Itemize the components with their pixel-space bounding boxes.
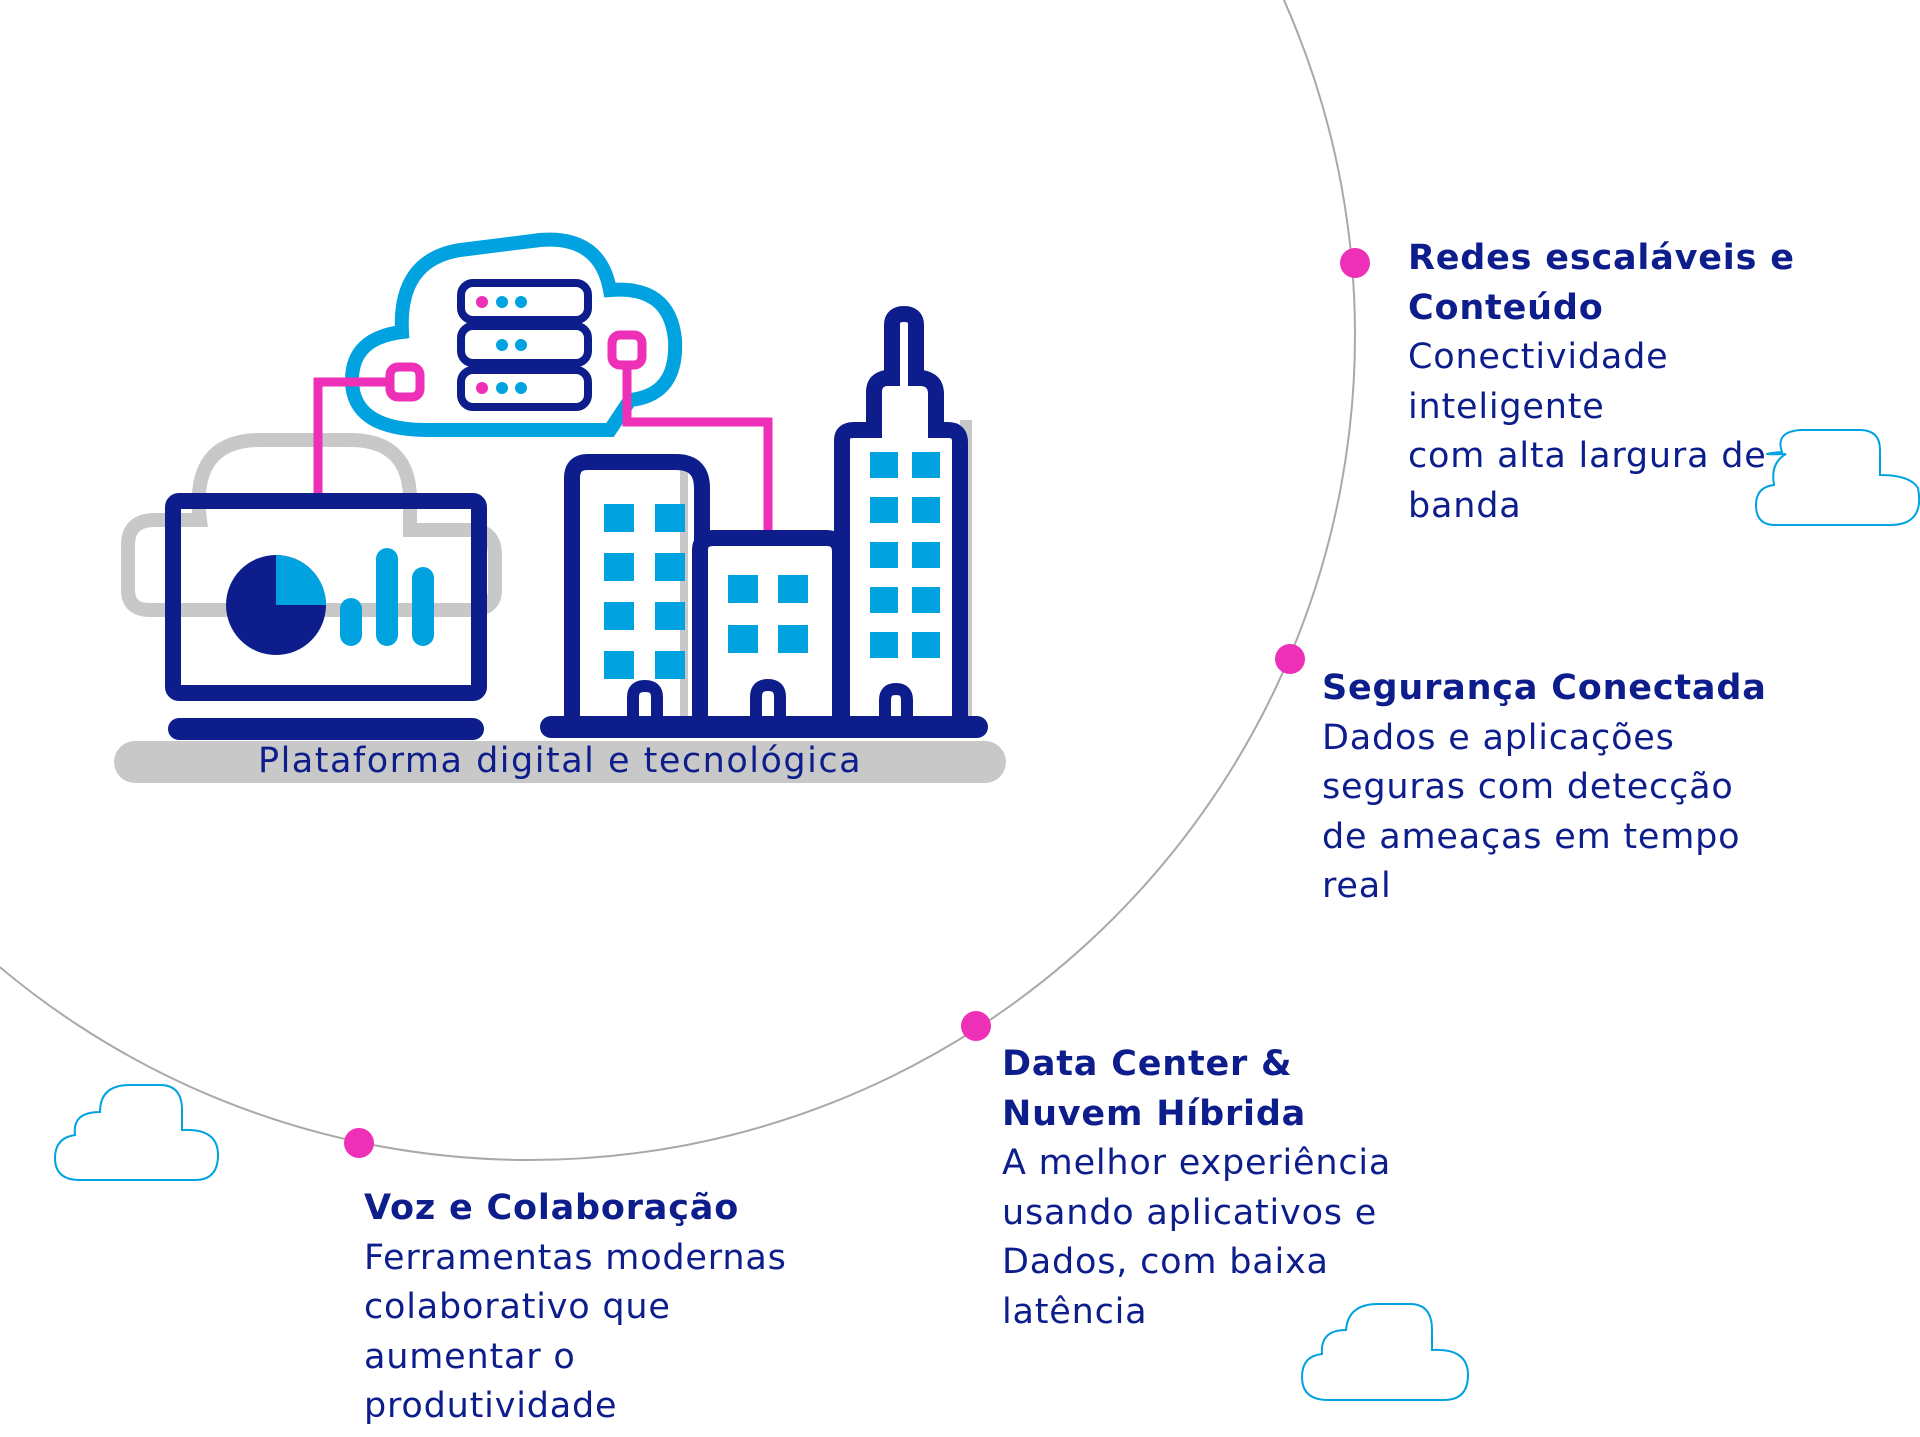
cloud-outline-icon [53, 1084, 220, 1181]
feature-description: A melhor experiência usando aplicativos … [1002, 1143, 1392, 1332]
orbit-dot [1275, 644, 1305, 674]
orbit-dot [344, 1128, 374, 1158]
orbit-circle [0, 0, 1356, 1161]
feature-title: Data Center & Nuvem Híbrida [1002, 1044, 1307, 1134]
orbit-dot [1340, 248, 1370, 278]
feature-seguranca-conectada: Segurança Conectada Dados e aplicações s… [1322, 664, 1882, 912]
orbit-dot [961, 1011, 991, 1041]
platform-caption: Plataforma digital e tecnológica [257, 741, 863, 781]
laptop-chart-icon [165, 493, 487, 740]
feature-description: Conectividade inteligente com alta largu… [1408, 337, 1767, 526]
connector-lines [313, 330, 773, 538]
feature-title: Segurança Conectada [1322, 668, 1767, 708]
cloud-outline-icon [1754, 429, 1920, 526]
feature-title: Redes escaláveis e Conteúdo [1408, 238, 1795, 328]
feature-description: Ferramentas modernas colaborativo que au… [364, 1237, 787, 1427]
feature-description: Dados e aplicações seguras com detecção … [1322, 717, 1741, 907]
platform-base [114, 741, 1006, 783]
feature-title: Voz e Colaboração [364, 1188, 740, 1228]
city-buildings-icon [540, 305, 988, 738]
feature-voz-colaboracao: Voz e Colaboração Ferramentas modernas c… [364, 1184, 924, 1432]
feature-redes-escalaveis: Redes escaláveis e Conteúdo Conectividad… [1408, 234, 1908, 531]
feature-data-center: Data Center & Nuvem Híbrida A melhor exp… [1002, 1040, 1522, 1337]
cloud-outline-icon [1300, 1303, 1470, 1401]
laptop-shadow [121, 433, 502, 617]
